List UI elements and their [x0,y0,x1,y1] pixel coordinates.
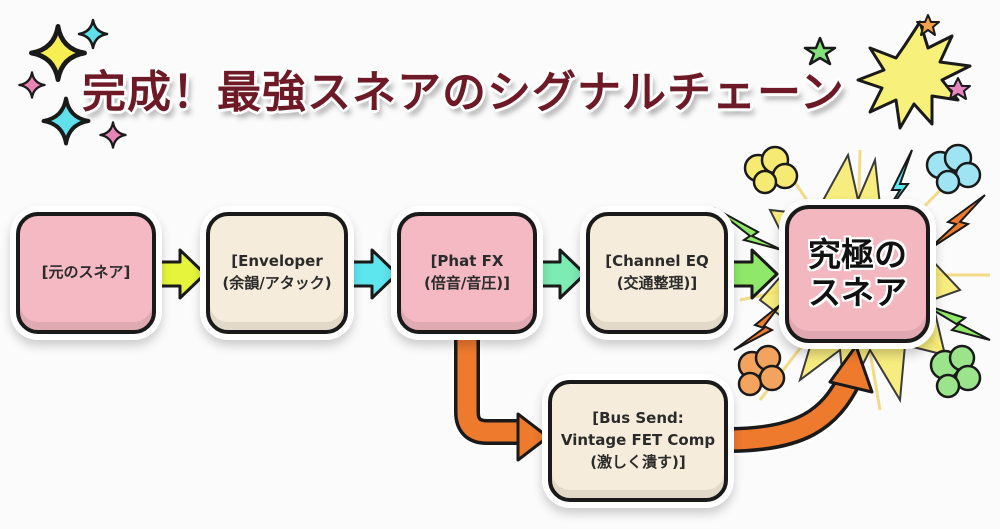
node-label: [Channel EQ [605,252,709,271]
node-channel-eq[interactable]: [Channel EQ (交通整理)] [586,212,728,334]
lightning-icon-green-2 [924,304,991,341]
sparkle-icon-yellow [31,26,84,79]
arrow-source-to-enveloper [158,248,207,300]
star-icon-green [803,36,837,66]
node-sublabel-2: (激しく潰す)] [590,452,686,471]
burst-icon [856,20,972,130]
node-sublabel: (交通整理)] [616,274,698,292]
result-line-1: 究極の [808,235,907,275]
node-ultimate-snare[interactable]: 究極の スネア [785,205,930,343]
star-icon-orange [916,14,940,36]
sparkle-icon-cyan [77,18,109,50]
node-label: [Bus Send: [592,409,684,428]
arrow-phat-to-bus [451,335,550,462]
node-sublabel: (倍音/音圧)] [423,274,511,292]
star-icon-pink [945,77,971,100]
node-source[interactable]: [元のスネア] [16,212,156,334]
sparkle-icon-pink-2 [99,121,127,149]
node-bus-send[interactable]: [Bus Send: Vintage FET Comp (激しく潰す)] [548,380,728,502]
node-sublabel: (余韻/アタック) [222,274,332,292]
lightning-icon-orange-2 [733,304,781,351]
arrow-bus-to-result [725,344,874,456]
node-label: [元のスネア] [41,263,131,282]
sparkle-icon-pink [18,71,46,99]
page-title: 完成！最強スネアのシグナルチェーン [82,67,845,118]
arrow-phat-to-eq [536,248,587,300]
puff-cloud-orange [737,344,786,397]
result-line-2: スネア [808,273,907,312]
node-sublabel: Vintage FET Comp [560,431,716,450]
node-label: [Phat FX [430,252,504,271]
node-enveloper[interactable]: [Enveloper (余韻/アタック) [206,212,348,334]
puff-cloud-yellow [743,145,799,195]
lightning-icon-orange [927,194,986,251]
node-phat-fx[interactable]: [Phat FX (倍音/音圧)] [397,212,537,334]
arrow-eq-to-result [728,248,779,300]
lightning-icon-green [713,207,783,251]
puff-cloud-cyan [925,143,982,195]
node-label: [Enveloper [231,252,323,271]
puff-cloud-green [929,344,982,399]
arrow-enveloper-to-phat [348,248,399,300]
